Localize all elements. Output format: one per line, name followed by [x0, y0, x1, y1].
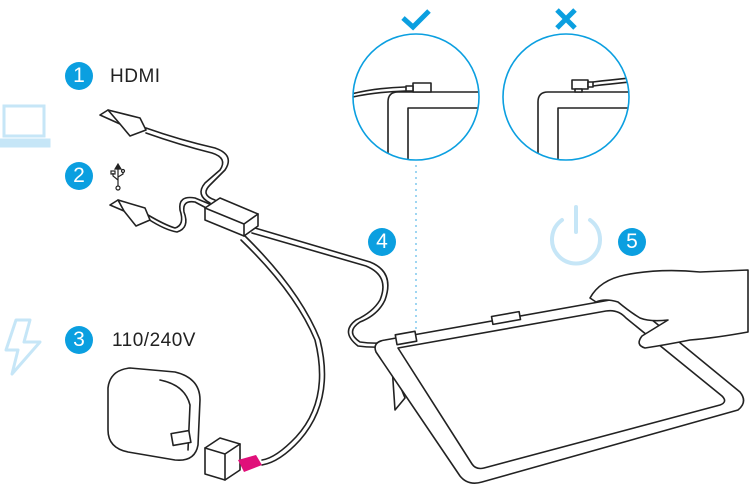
hand	[589, 269, 749, 349]
check-icon	[401, 9, 431, 31]
power-adapter	[107, 367, 262, 481]
x-icon	[555, 8, 577, 30]
step-3-label: 110/240V	[112, 330, 196, 351]
lightning-icon	[4, 318, 42, 376]
step-2-badge: 2	[65, 162, 93, 190]
usb-icon	[110, 162, 126, 191]
cables	[145, 127, 403, 466]
step-4-badge: 4	[368, 228, 396, 256]
usb-plug	[109, 199, 151, 227]
laptop-icon	[0, 104, 51, 148]
correct-connection-detail	[352, 33, 480, 161]
incorrect-connection-detail	[502, 33, 630, 161]
power-icon	[550, 205, 602, 266]
step-1-label: HDMI	[110, 66, 161, 87]
step-1-badge: 1	[65, 62, 93, 90]
power-connector	[238, 455, 262, 472]
step-5-badge: 5	[618, 228, 646, 256]
hdmi-plug	[99, 109, 147, 137]
cable-junction-box	[204, 197, 259, 237]
step-3-badge: 3	[65, 326, 93, 354]
